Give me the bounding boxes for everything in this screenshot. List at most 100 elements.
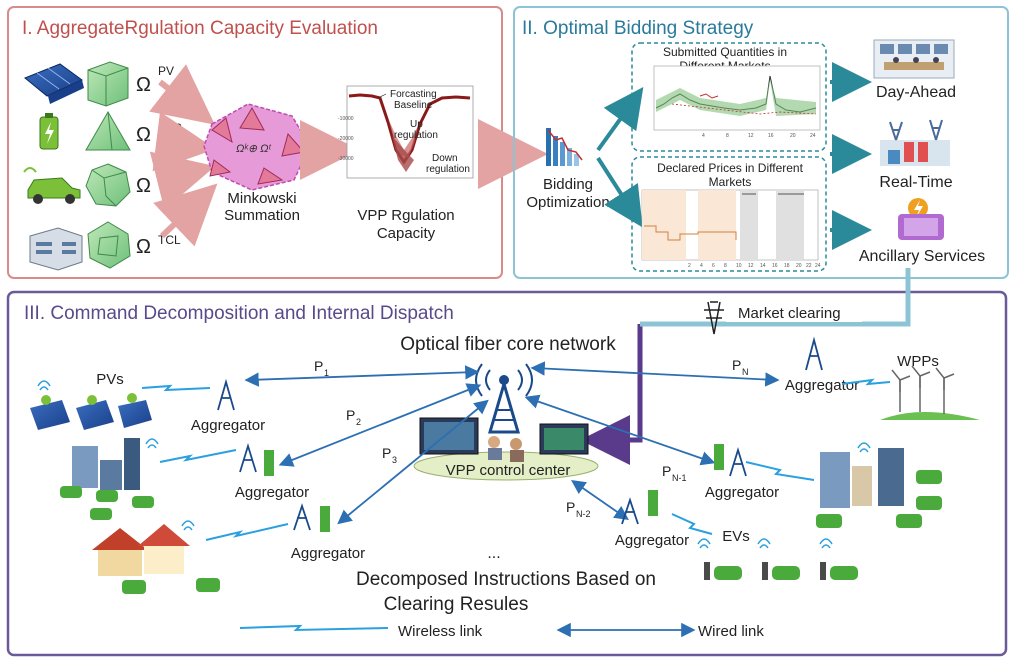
dec-tick-8: 8 [724, 263, 727, 269]
icosahedron-icon [87, 221, 131, 269]
dec-tick-18: 18 [784, 263, 790, 269]
market-clearing-bg [726, 302, 862, 322]
panel2-title: II. Optimal Bidding Strategy [522, 18, 754, 39]
decomposed-l2: Clearing Resules [384, 594, 529, 615]
dec-tick-2: 2 [688, 263, 691, 269]
office-icon [873, 39, 955, 79]
wpps-label: WPPs [897, 353, 939, 370]
substation-icon [880, 119, 950, 166]
tower-icon [704, 301, 724, 335]
market-ancillary: Ancillary Services [859, 248, 985, 265]
aggregator-n: Aggregator [785, 377, 859, 394]
aggregator-n2: Aggregator [615, 532, 689, 549]
up-l2: regulation [394, 130, 438, 141]
central-antenna-icon [475, 363, 533, 434]
omega-ev: Ω [136, 175, 151, 197]
aggregator-2: Aggregator [235, 484, 309, 501]
p3-sub: 3 [392, 455, 397, 465]
capacity-line1: VPP Rgulation [357, 207, 454, 224]
declared-frame [631, 156, 827, 272]
up-l1: Up [410, 119, 423, 130]
sub-tick-8: 8 [726, 133, 729, 139]
sub-tick-20: 20 [790, 133, 796, 139]
declared-title2: Markets [709, 175, 752, 189]
minkowski-formula: Ωᵏ⊕ Ωᵗ [236, 143, 271, 155]
p2-sub: 2 [356, 417, 361, 427]
control-center-label: VPP control center [446, 462, 571, 479]
pn-label: P [732, 357, 741, 373]
p1-sub: 1 [324, 368, 329, 378]
right-city-icon [816, 448, 942, 528]
ellipsis: ... [487, 545, 500, 562]
declared-chart: 2 4 6 8 10 12 14 16 18 20 22 24 [641, 189, 821, 269]
market-dayahead: Day-Ahead [876, 84, 956, 101]
legend-wireless-label: Wireless link [398, 623, 483, 640]
cube-icon [87, 61, 129, 107]
bidding-branch-arrows [596, 87, 644, 228]
pyramid-icon [85, 111, 131, 151]
minkowski-polygon: Ωᵏ⊕ Ωᵗ [203, 103, 311, 191]
omega-ess-sup: ESS [158, 121, 182, 135]
legend: Wireless link Wired link [239, 622, 764, 640]
declared-title1: Declared Prices in Different [657, 161, 804, 175]
bidding-chart-icon [546, 128, 583, 166]
battery-icon [39, 113, 59, 150]
pn1-label: P [662, 463, 671, 479]
pn1-sub: N-1 [672, 473, 687, 483]
ancillary-icon [898, 198, 944, 240]
bidding-l2: Optimization [526, 194, 609, 211]
dec-tick-24: 24 [815, 263, 821, 269]
dec-tick-16: 16 [772, 263, 778, 269]
market-clearing-path [712, 268, 911, 327]
market-realtime: Real-Time [879, 174, 952, 191]
pv-cluster-icon [30, 393, 152, 430]
sub-tick-12: 12 [748, 133, 754, 139]
decomposed-l1: Decomposed Instructions Based on [356, 569, 656, 590]
dec-tick-22: 22 [806, 263, 812, 269]
wireless-links [141, 378, 891, 541]
pn2-sub: N-2 [576, 509, 591, 519]
baseline-l1: Forcasting [390, 89, 437, 100]
panel1-title: I. AggregateRgulation Capacity Evaluatio… [22, 18, 378, 39]
charger-icons [264, 444, 724, 532]
pv-panels-icon [24, 63, 84, 104]
omega-tcl: Ω [136, 236, 151, 258]
building-icon [29, 227, 83, 271]
aggregator-n1: Aggregator [705, 484, 779, 501]
sub-tick-24: 24 [810, 133, 816, 139]
dec-tick-10: 10 [736, 263, 742, 269]
p2-label: P [346, 407, 355, 423]
omega-pv: Ω [136, 74, 151, 96]
dec-tick-14: 14 [760, 263, 766, 269]
panel3-frame [6, 290, 1008, 657]
minkowski-line1: Minkowski [227, 190, 296, 207]
bidding-l1: Bidding [543, 176, 593, 193]
dec-tick-20: 20 [796, 263, 802, 269]
pvs-label: PVs [96, 371, 124, 388]
submitted-title1: Submitted Quantities in [663, 45, 787, 59]
legend-wireless-swatch [239, 624, 389, 632]
svg-text:-10000: -10000 [338, 116, 354, 122]
dec-tick-4: 4 [700, 263, 703, 269]
aggregator-tower-icons [217, 336, 823, 531]
signal-icons [37, 380, 871, 549]
house-cluster-icon [92, 524, 220, 594]
panel3-title: III. Command Decomposition and Internal … [24, 303, 454, 324]
legend-wired-label: Wired link [698, 623, 764, 640]
dec-tick-6: 6 [712, 263, 715, 269]
evs-label: EVs [722, 528, 750, 545]
wired-links [244, 361, 780, 525]
svg-text:-30000: -30000 [338, 156, 354, 162]
pn2-label: P [566, 499, 575, 515]
aggregator-3: Aggregator [291, 545, 365, 562]
sub-tick-4: 4 [702, 133, 705, 139]
omega-pv-sup: PV [158, 64, 174, 78]
down-l1: Down [432, 153, 458, 164]
sub-tick-16: 16 [768, 133, 774, 139]
converging-arrows [149, 64, 218, 247]
polyhedron-icon [85, 163, 131, 207]
market-arrows [830, 62, 872, 250]
network-label: Optical fiber core network [400, 334, 616, 355]
market-clearing-label: Market clearing [738, 305, 841, 322]
